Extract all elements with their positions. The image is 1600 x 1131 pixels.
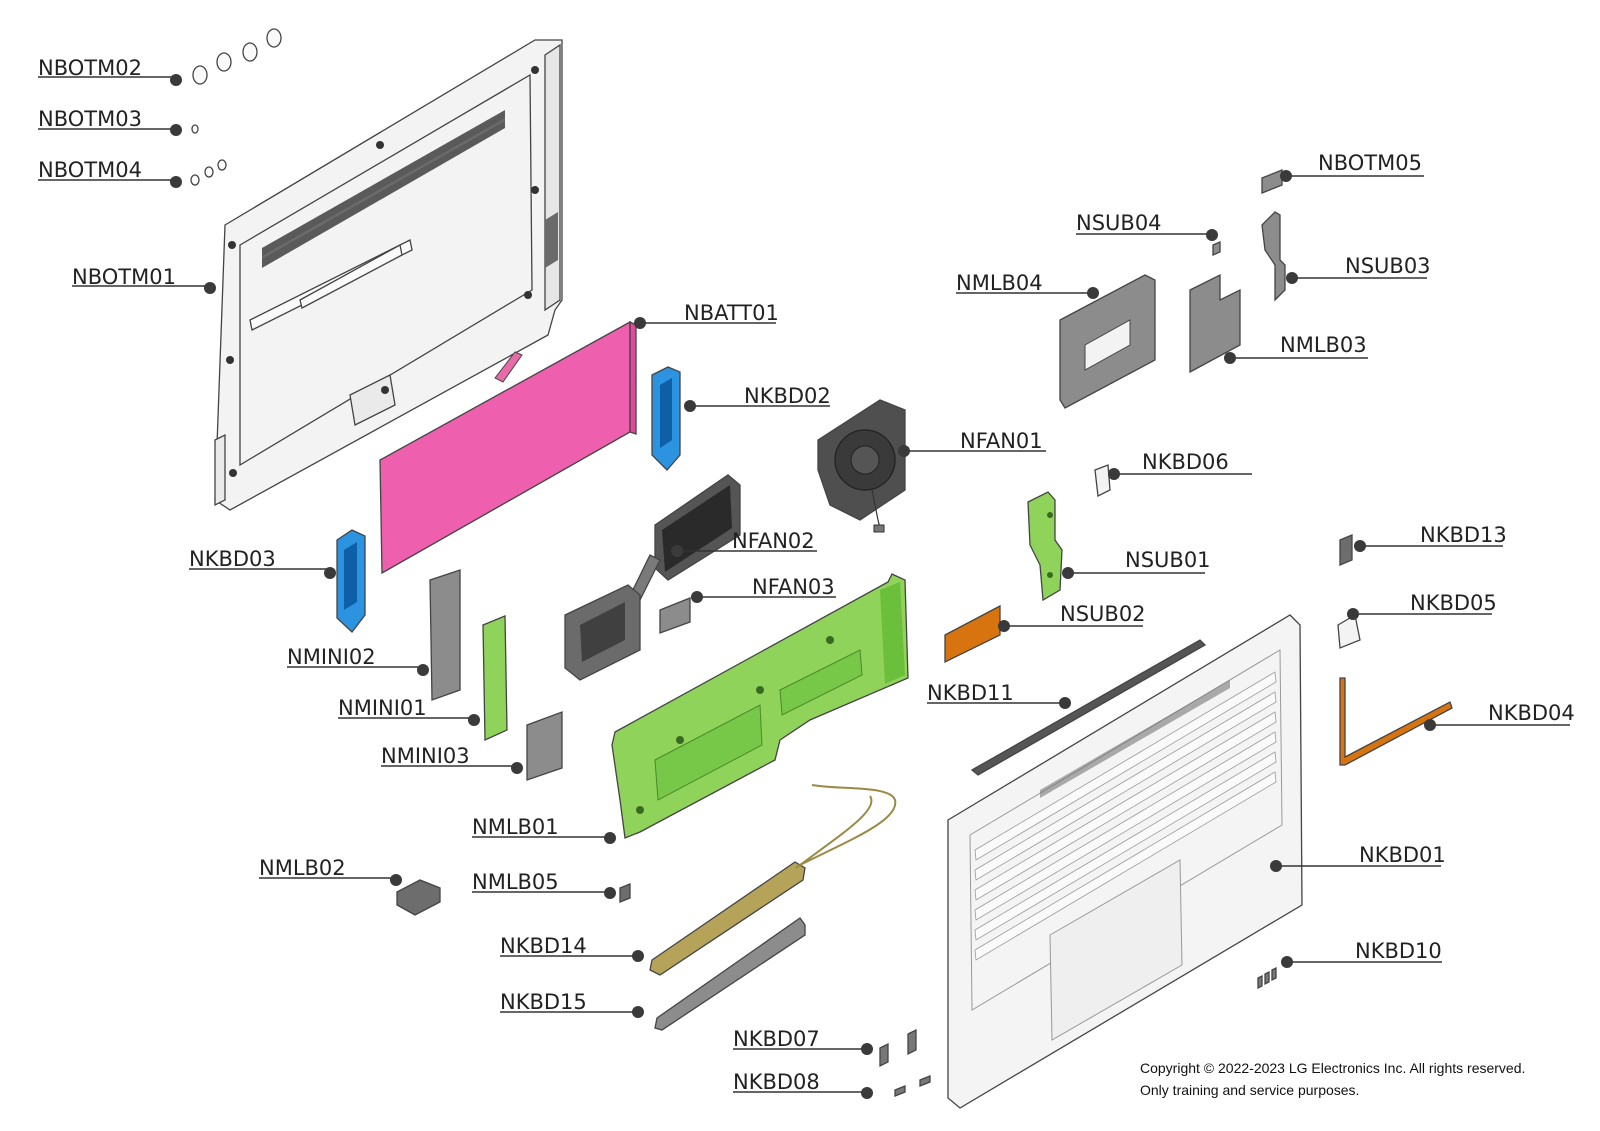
copyright-line-1: Copyright © 2022-2023 LG Electronics Inc… xyxy=(1140,1060,1526,1076)
small-pad-parts xyxy=(894,1075,931,1097)
copyright-notice: Copyright © 2022-2023 LG Electronics Inc… xyxy=(1140,1057,1525,1101)
label-nkbd10: NKBD10 xyxy=(1355,939,1442,963)
screw-cap-part xyxy=(191,124,199,134)
connector-block-part xyxy=(1339,534,1353,566)
label-nmlb01: NMLB01 xyxy=(472,815,559,839)
sub-fpc-part xyxy=(944,604,1001,664)
label-nsub04: NSUB04 xyxy=(1076,211,1162,235)
ssd-shield-part xyxy=(429,569,461,701)
copyright-line-2: Only training and service purposes. xyxy=(1140,1082,1360,1098)
fan-part xyxy=(817,399,906,533)
heatsink-part xyxy=(564,474,741,681)
label-nkbd11: NKBD11 xyxy=(927,681,1014,705)
small-bracket-part xyxy=(1094,464,1111,497)
speaker-bracket-left-part xyxy=(336,529,366,633)
sub-small-part xyxy=(1212,241,1221,256)
mainboard-block-part xyxy=(396,879,441,916)
label-nbotm03: NBOTM03 xyxy=(38,107,142,131)
support-bracket-part xyxy=(654,917,806,1031)
label-nbotm04: NBOTM04 xyxy=(38,158,142,182)
label-nkbd08: NKBD08 xyxy=(733,1070,820,1094)
mainboard-part xyxy=(611,573,909,839)
label-nkbd13: NKBD13 xyxy=(1420,523,1507,547)
label-nsub01: NSUB01 xyxy=(1125,548,1211,572)
label-nmini01: NMINI01 xyxy=(338,696,427,720)
label-nmini02: NMINI02 xyxy=(287,645,376,669)
label-nbotm02: NBOTM02 xyxy=(38,56,142,80)
label-nkbd03: NKBD03 xyxy=(189,547,276,571)
keyboard-strip-part xyxy=(970,639,1207,776)
cover-plate-part xyxy=(1261,169,1283,194)
label-nmlb03: NMLB03 xyxy=(1280,333,1367,357)
keyboard-fpc-part xyxy=(1339,677,1453,766)
top-case-keyboard-part xyxy=(947,614,1303,1109)
label-nmlb02: NMLB02 xyxy=(259,856,346,880)
thermal-pad-fan-part xyxy=(659,597,691,634)
label-nbotm05: NBOTM05 xyxy=(1318,151,1422,175)
label-nkbd04: NKBD04 xyxy=(1488,701,1575,725)
thermal-pad-ssd-part xyxy=(526,711,563,781)
bottom-case-part xyxy=(214,39,563,511)
sub-board-part xyxy=(1027,491,1063,602)
label-nkbd02: NKBD02 xyxy=(744,384,831,408)
label-nkbd01: NKBD01 xyxy=(1359,843,1446,867)
ssd-part xyxy=(482,615,508,742)
label-nkbd14: NKBD14 xyxy=(500,934,587,958)
label-nbatt01: NBATT01 xyxy=(684,301,779,325)
label-nkbd06: NKBD06 xyxy=(1142,450,1229,474)
label-nfan02: NFAN02 xyxy=(732,529,815,553)
antenna-part xyxy=(649,784,897,976)
mainboard-small-part xyxy=(619,883,631,903)
clip-parts xyxy=(1257,966,1277,990)
label-nbotm01: NBOTM01 xyxy=(72,265,176,289)
label-nmlb05: NMLB05 xyxy=(472,870,559,894)
label-nmini03: NMINI03 xyxy=(381,744,470,768)
label-nfan01: NFAN01 xyxy=(960,429,1043,453)
speaker-bracket-right-part xyxy=(651,366,681,471)
rubber-foot-parts xyxy=(192,28,282,85)
hinge-cover-parts xyxy=(879,1028,917,1068)
screw-parts xyxy=(190,159,227,186)
sub-shield-part xyxy=(1261,211,1286,302)
leader-lines xyxy=(38,74,1570,1099)
label-nkbd05: NKBD05 xyxy=(1410,591,1497,615)
label-nkbd15: NKBD15 xyxy=(500,990,587,1014)
battery-part xyxy=(379,320,637,575)
label-nsub02: NSUB02 xyxy=(1060,602,1146,626)
label-nsub03: NSUB03 xyxy=(1345,254,1431,278)
label-nmlb04: NMLB04 xyxy=(956,271,1043,295)
latch-bracket-part xyxy=(1337,613,1361,649)
label-nfan03: NFAN03 xyxy=(752,575,835,599)
mainboard-shield-right-part xyxy=(1189,273,1241,374)
label-nkbd07: NKBD07 xyxy=(733,1027,820,1051)
